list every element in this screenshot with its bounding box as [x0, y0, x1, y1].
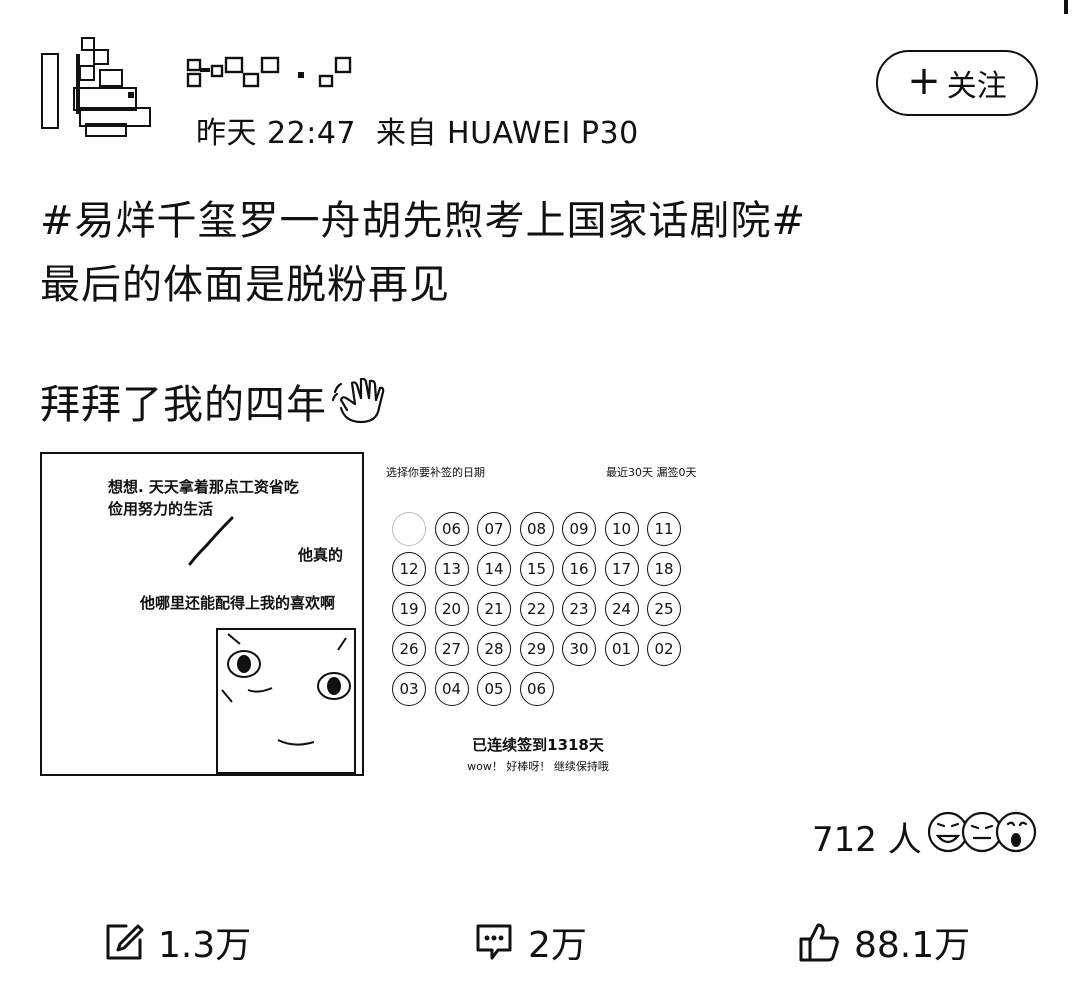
like-button[interactable]: 88.1万	[798, 918, 970, 966]
calendar-day: 06	[519, 672, 554, 706]
meme-text-line1: 想想. 天天拿着那点工资省吃	[108, 478, 299, 496]
calendar-day: 28	[477, 632, 511, 666]
waving-hand-icon	[331, 378, 385, 424]
comment-count: 2万	[528, 925, 587, 966]
post-text-line: 最后的体面是脱粉再见	[40, 262, 450, 308]
calendar-day: 29	[519, 632, 554, 666]
repost-button[interactable]: 1.3万	[104, 918, 251, 966]
cat-face-picture	[216, 628, 356, 774]
timestamp: 昨天 22:47	[196, 116, 356, 151]
calendar-day: 17	[604, 552, 639, 586]
streak-text: 已连续签到1318天	[472, 736, 604, 754]
post-image-meme[interactable]: 想想. 天天拿着那点工资省吃 俭用努力的生活 他真的 他哪里还能配得上我的喜欢啊	[40, 452, 364, 776]
reaction-count[interactable]: 712 人	[812, 820, 922, 860]
calendar-day: 18	[647, 552, 681, 586]
calendar-day	[562, 672, 596, 706]
follow-button[interactable]: + 关注	[876, 50, 1038, 116]
reaction-faces-icon[interactable]	[926, 808, 1040, 856]
follow-label: 关注	[946, 69, 1007, 104]
calendar-day: 13	[434, 552, 469, 586]
post-text-farewell: 拜拜了我的四年	[40, 382, 327, 428]
post-text-line-farewell: 拜拜了我的四年	[40, 372, 387, 430]
calendar-day: 22	[519, 592, 554, 626]
calendar-day: 30	[562, 632, 596, 666]
calendar-day: 08	[519, 512, 554, 546]
calendar-day	[604, 672, 639, 706]
calendar-day: 04	[434, 672, 469, 706]
calendar-title: 选择你要补签的日期	[386, 466, 485, 479]
calendar-day: 03	[392, 672, 426, 706]
meme-text-line3: 他真的	[298, 546, 344, 564]
calendar-day: 05	[477, 672, 511, 706]
calendar-day: 20	[434, 592, 469, 626]
calendar-summary: 最近30天 漏签0天	[606, 466, 697, 479]
calendar-day: 23	[562, 592, 596, 626]
calendar-day	[392, 512, 426, 546]
calendar-day: 10	[604, 512, 639, 546]
calendar-day: 11	[647, 512, 681, 546]
cat-face-icon	[221, 633, 351, 746]
calendar-day: 16	[562, 552, 596, 586]
calendar-day: 07	[477, 512, 511, 546]
top-edge-mark	[1064, 0, 1068, 14]
like-count: 88.1万	[854, 925, 971, 966]
device-source[interactable]: 来自 HUAWEI P30	[376, 116, 639, 151]
calendar-day: 25	[647, 592, 681, 626]
username-pixel-glyphs[interactable]	[186, 50, 366, 90]
meme-text-line2: 俭用努力的生活	[108, 500, 214, 518]
thumbs-up-icon	[799, 923, 839, 962]
calendar-day: 15	[519, 552, 554, 586]
calendar-day: 14	[477, 552, 511, 586]
encouragement-text: wow！ 好棒呀！ 继续保持哦	[467, 760, 609, 773]
calendar-day: 19	[392, 592, 426, 626]
repost-count: 1.3万	[158, 925, 252, 966]
post-meta: 昨天 22:47 来自 HUAWEI P30	[196, 108, 659, 152]
calendar-day: 01	[604, 632, 639, 666]
meme-text-line4: 他哪里还能配得上我的喜欢啊	[140, 594, 336, 612]
calendar-day: 26	[392, 632, 426, 666]
comment-button[interactable]: 2万	[474, 918, 587, 966]
calendar-day: 21	[477, 592, 511, 626]
repost-icon	[106, 924, 144, 960]
comment-icon	[476, 924, 512, 960]
calendar-day: 02	[647, 632, 681, 666]
plus-icon: +	[907, 58, 941, 104]
calendar-day: 06	[434, 512, 469, 546]
scribble-line	[188, 516, 234, 566]
avatar[interactable]	[40, 36, 156, 140]
calendar-day: 12	[392, 552, 426, 586]
calendar-day: 24	[604, 592, 639, 626]
calendar-day: 27	[434, 632, 469, 666]
calendar-day: 09	[562, 512, 596, 546]
post-hashtag-line[interactable]: #易烊千玺罗一舟胡先煦考上国家话剧院#	[40, 198, 807, 244]
calendar-day	[647, 672, 681, 706]
